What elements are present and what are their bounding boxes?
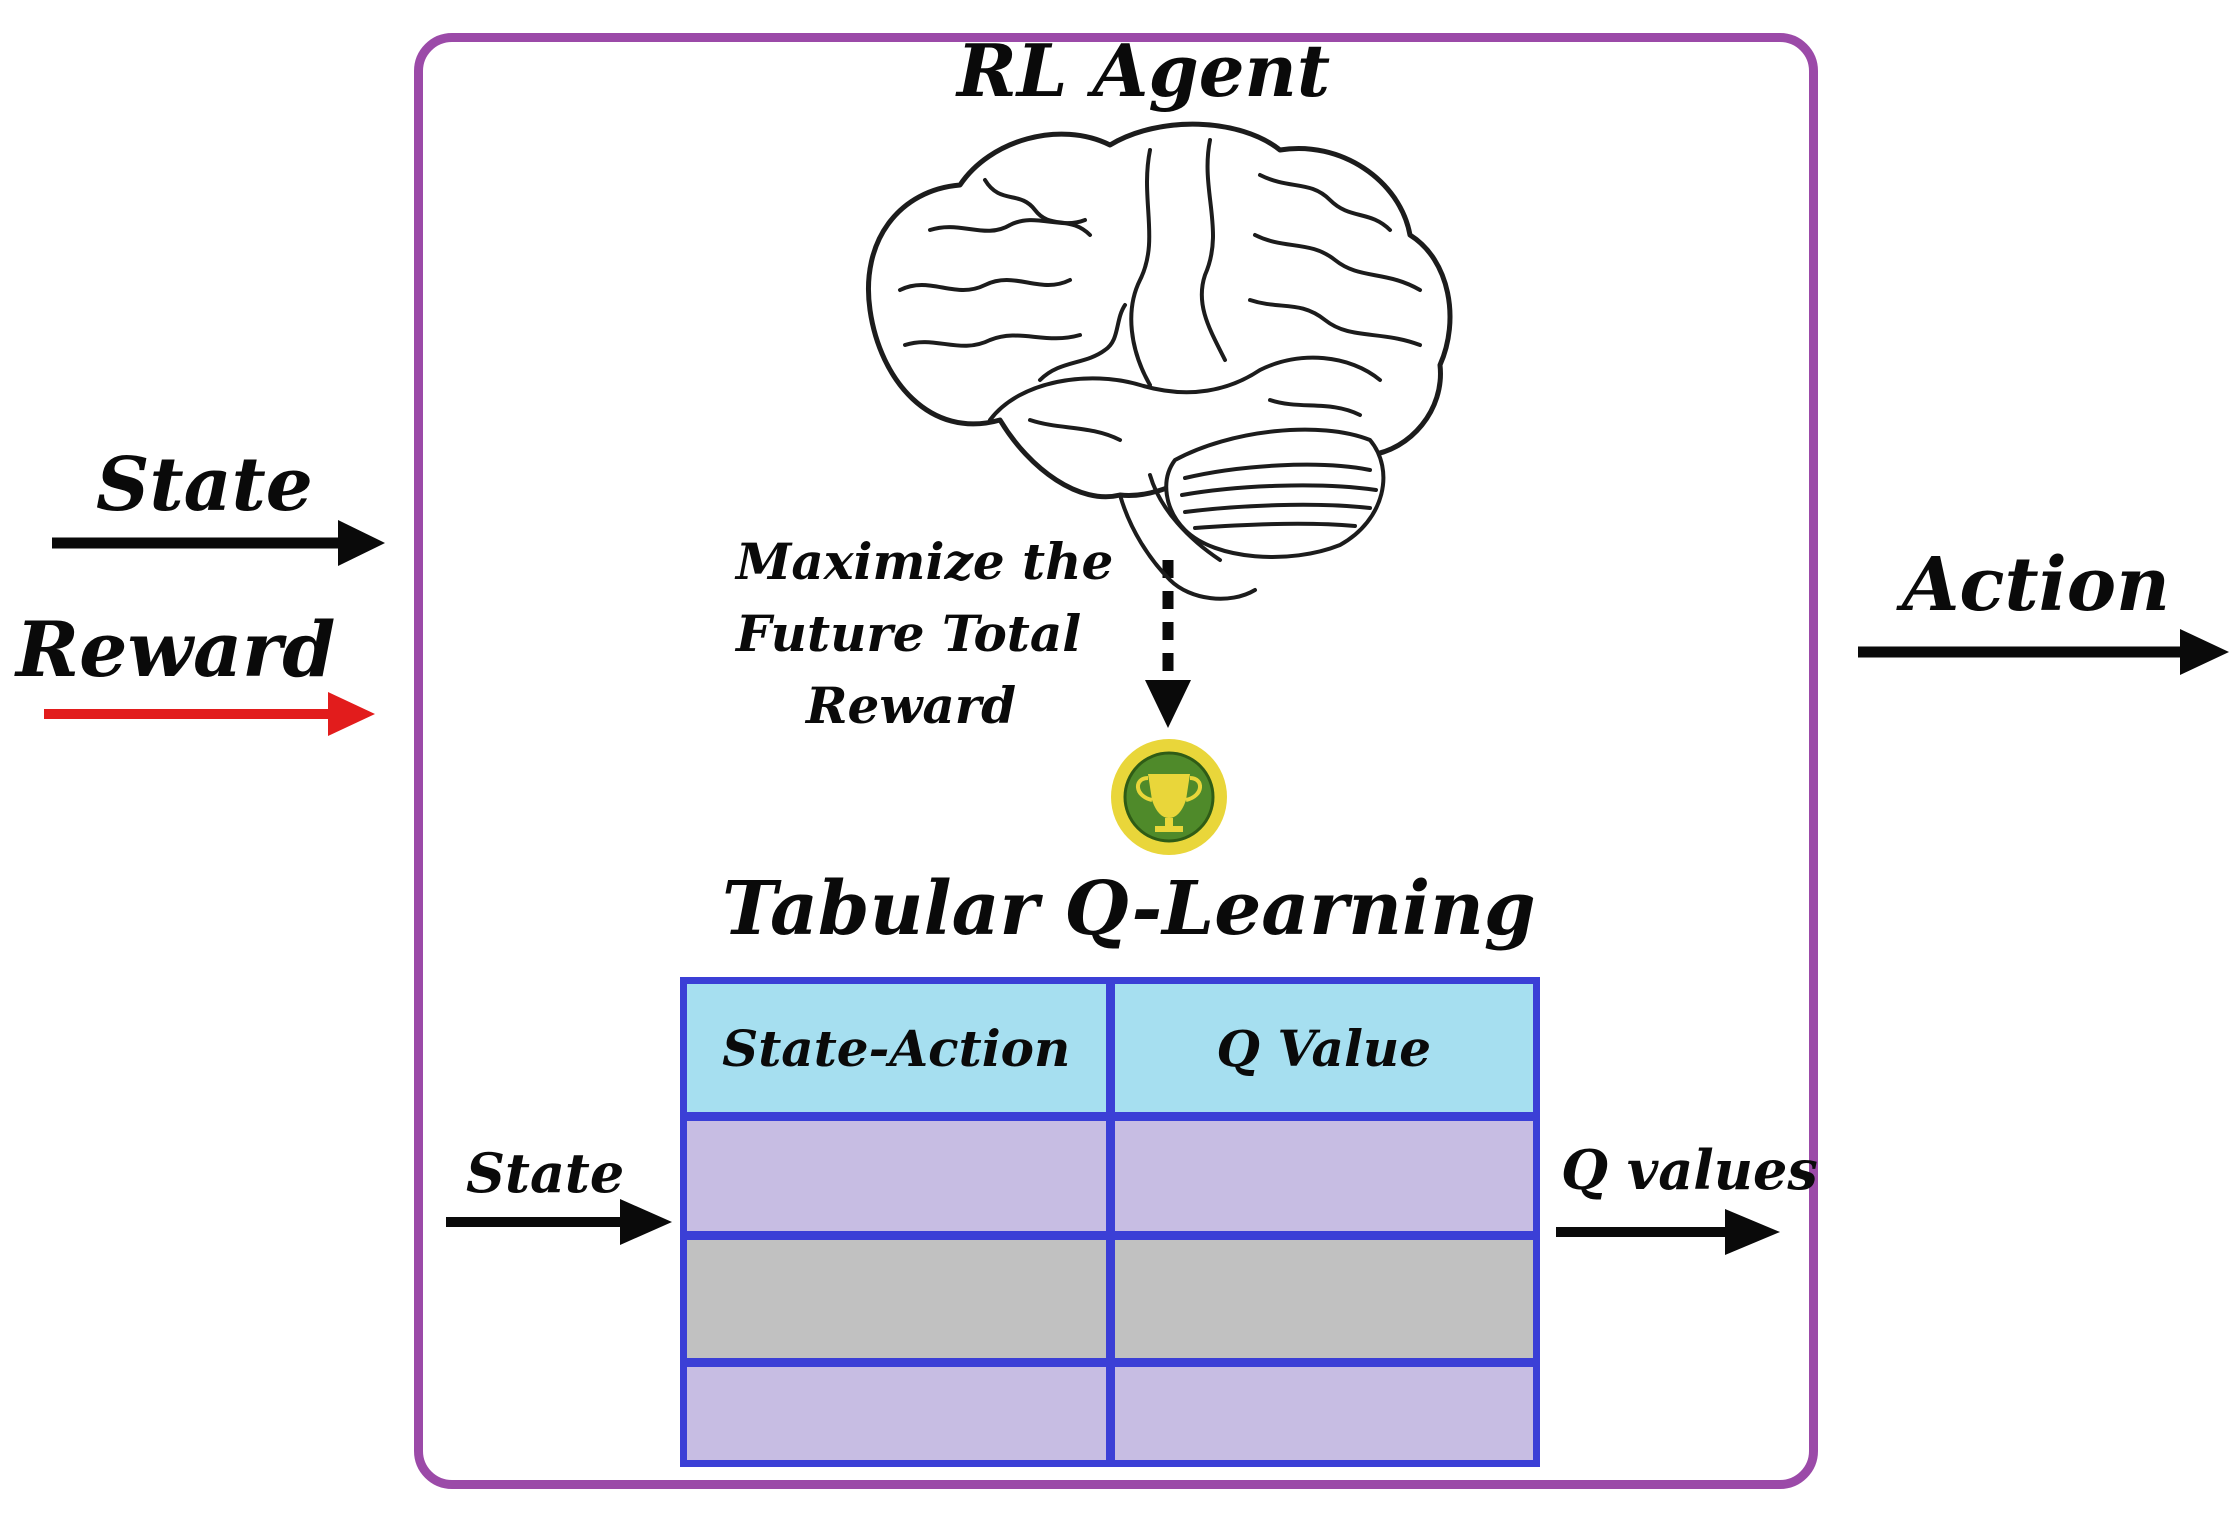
state-input-label: State (96, 442, 313, 528)
action-output-label: Action (1902, 542, 2170, 628)
dashed-down-arrow (1145, 560, 1191, 728)
trophy-medal-icon (1111, 739, 1227, 855)
objective-line-2: Future Total (736, 604, 1082, 663)
objective-line-1: Maximize the (736, 532, 1114, 591)
q-table: State-Action Q Value (680, 977, 1540, 1467)
table-cell (687, 1121, 1106, 1231)
table-title: Tabular Q-Learning (722, 866, 1536, 952)
agent-box (414, 33, 1818, 1489)
action-output-arrow (1858, 629, 2229, 675)
table-cell (1114, 1240, 1533, 1358)
objective-line-3: Reward (806, 676, 1017, 735)
brain-icon (866, 121, 1453, 601)
q-values-label: Q values (1561, 1138, 1818, 1202)
state-input-arrow (52, 520, 385, 566)
table-cell (1114, 1121, 1533, 1231)
table-state-arrow (446, 1199, 672, 1245)
reward-input-arrow (44, 692, 375, 736)
table-header-q-value: Q Value (1114, 984, 1533, 1112)
q-values-arrow (1556, 1209, 1780, 1255)
table-header-state-action: State-Action (687, 984, 1106, 1112)
table-cell (687, 1240, 1106, 1358)
table-state-label: State (466, 1141, 625, 1205)
reward-input-label: Reward (16, 605, 336, 694)
table-cell (1114, 1367, 1533, 1460)
agent-title: RL Agent (957, 28, 1331, 113)
table-cell (687, 1367, 1106, 1460)
